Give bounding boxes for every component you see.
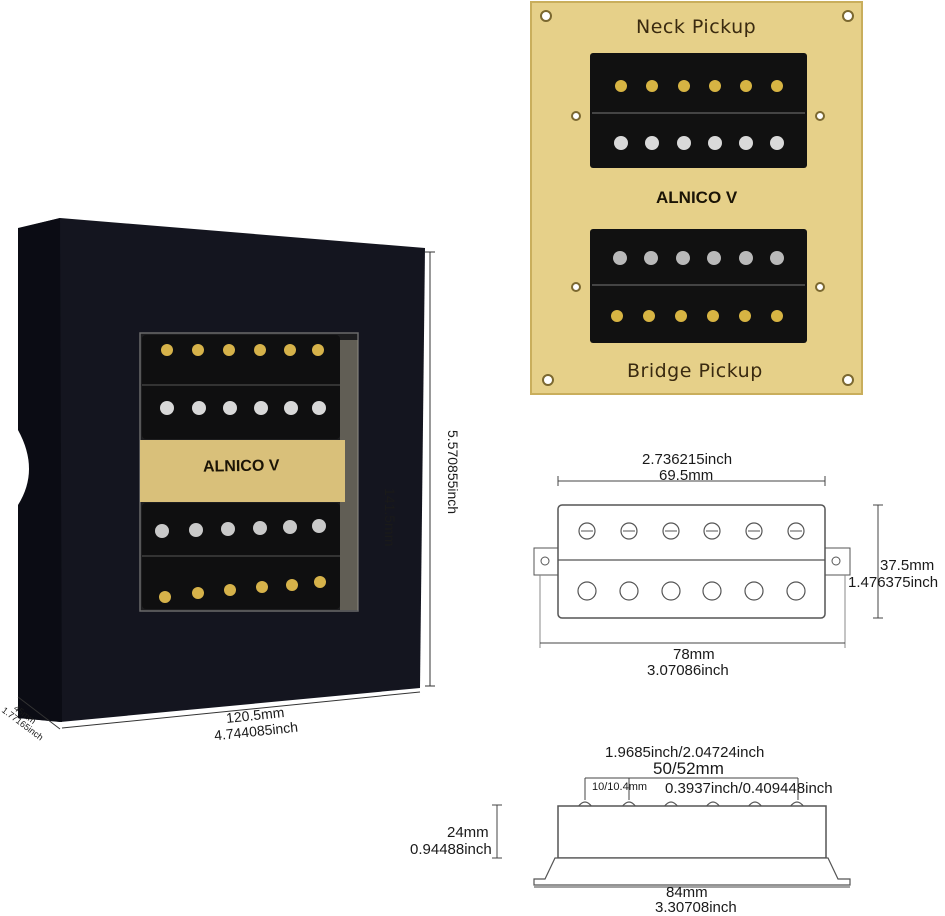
box-gold-screws-bottom: [159, 576, 326, 603]
pickup-height-mm-label: 37.5mm: [880, 557, 935, 574]
box-silver-slugs-top: [160, 401, 326, 415]
bridge-pickup-label: Bridge Pickup: [627, 360, 763, 382]
pole-gap-inch-label: 0.3937inch/0.409448inch: [665, 780, 833, 797]
box-depth-dimension-line: [17, 696, 61, 730]
base-length-inch-label: 3.30708inch: [655, 899, 737, 916]
pole-spacing-mm-label: 50/52mm: [653, 759, 724, 778]
wood-alnico-label: ALNICO V: [656, 188, 738, 207]
box-side-notch: [18, 430, 29, 505]
base-length-mm-label: 84mm: [666, 884, 708, 901]
side-height-mm-label: 24mm: [447, 824, 489, 841]
overall-length-mm-label: 78mm: [673, 646, 715, 663]
box-left-side: [18, 218, 62, 722]
neck-pickup-label: Neck Pickup: [636, 16, 757, 38]
box-silver-slugs-bottom: [155, 519, 326, 538]
pickup-height-inch-label: 1.476375inch: [848, 574, 939, 591]
pole-gap-mm-label: 10/10.4mm: [592, 781, 648, 793]
box-gold-screws-top: [161, 344, 324, 356]
box-width-dimension-line: [61, 691, 421, 729]
coil-width-mm-label: 69.5mm: [659, 467, 714, 484]
neck-pickup: [590, 53, 807, 168]
overall-length-inch-label: 3.07086inch: [647, 662, 729, 679]
pole-spacing-inch-label: 1.9685inch/2.04724inch: [605, 744, 765, 761]
coil-width-inch-label: 2.736215inch: [642, 451, 733, 468]
box-wood-strip: [140, 440, 345, 502]
side-height-inch-label: 0.94488inch: [410, 841, 492, 858]
